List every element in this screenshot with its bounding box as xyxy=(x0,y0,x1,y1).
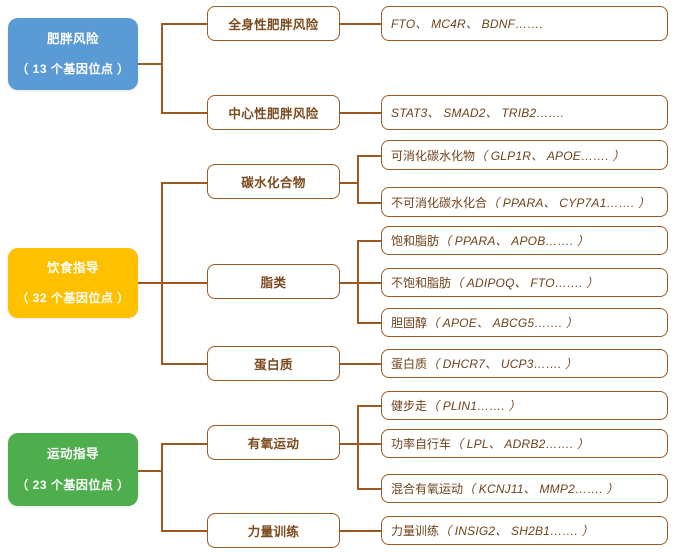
leaf-protein[interactable]: 蛋白质（ DHCR7、 UCP3……. ） xyxy=(381,349,668,378)
node-central-obesity-label: 中心性肥胖风险 xyxy=(228,107,319,121)
connector-aerobic-to-walking xyxy=(357,405,382,407)
root-obesity-title: 肥胖风险 xyxy=(46,31,99,46)
node-strength-training[interactable]: 力量训练 xyxy=(207,513,340,548)
leaf-cycling-zh: 功率自行车 xyxy=(391,437,452,451)
leaf-unsaturated-fat-genes: （ ADIPOQ、 FTO……. ） xyxy=(451,276,599,290)
leaf-central-obesity-gene-text: STAT3、 SMAD2、 TRIB2……. xyxy=(391,106,565,120)
leaf-unsaturated-fat[interactable]: 不饱和脂肪（ ADIPOQ、 FTO……. ） xyxy=(381,268,668,297)
leaf-saturated-fat[interactable]: 饱和脂肪（ PPARA、 APOB……. ） xyxy=(381,226,668,255)
leaf-walking[interactable]: 健步走（ PLIN1……. ） xyxy=(381,391,668,420)
root-obesity-subtitle: （ 13 个基因位点 ） xyxy=(16,62,130,77)
connector-lipids-to-saturated xyxy=(357,240,382,242)
connector-lipids-to-cholesterol xyxy=(357,322,382,324)
node-carbohydrate[interactable]: 碳水化合物 xyxy=(207,164,340,199)
connector-diet-stem xyxy=(137,282,162,284)
connector-central-to-genes xyxy=(339,112,382,114)
connector-exercise-to-aerobic xyxy=(161,443,208,445)
root-obesity-risk[interactable]: 肥胖风险 （ 13 个基因位点 ） xyxy=(8,18,138,90)
connector-strength-to-leaf xyxy=(339,530,382,532)
leaf-digestible-carb[interactable]: 可消化碳水化物（ GLP1R、 APOE……. ） xyxy=(381,140,668,170)
connector-diet-to-protein xyxy=(161,363,208,365)
leaf-protein-zh: 蛋白质 xyxy=(391,357,428,371)
connector-carb-to-indigestible xyxy=(357,202,382,204)
leaf-walking-zh: 健步走 xyxy=(391,399,428,413)
node-aerobic-label: 有氧运动 xyxy=(247,437,300,451)
leaf-cholesterol[interactable]: 胆固醇（ APOE、 ABCG5……. ） xyxy=(381,308,668,337)
root-diet-title: 饮食指导 xyxy=(46,260,99,275)
connector-obesity-trunk xyxy=(161,23,163,114)
leaf-indigestible-carb[interactable]: 不可消化碳水化合（ PPARA、 CYP7A1……. ） xyxy=(381,187,668,217)
connector-aerobic-trunk xyxy=(357,405,359,489)
connector-obesity-to-central xyxy=(161,112,208,114)
leaf-mixed-aerobic[interactable]: 混合有氧运动（ KCNJ11、 MMP2……. ） xyxy=(381,474,668,503)
leaf-general-obesity-gene-text: FTO、 MC4R、 BDNF……. xyxy=(391,17,544,31)
leaf-mixed-aerobic-genes: （ KCNJ11、 MMP2……. ） xyxy=(463,482,619,496)
node-protein[interactable]: 蛋白质 xyxy=(207,346,340,381)
connector-lipids-trunk xyxy=(357,240,359,323)
root-exercise-title: 运动指导 xyxy=(46,447,99,462)
connector-diet-trunk xyxy=(161,182,163,364)
leaf-general-obesity-genes[interactable]: FTO、 MC4R、 BDNF……. xyxy=(381,6,668,41)
node-protein-label: 蛋白质 xyxy=(254,358,293,372)
connector-protein-to-leaf xyxy=(339,363,382,365)
connector-aerobic-to-mixed xyxy=(357,488,382,490)
connector-carb-trunk xyxy=(357,155,359,204)
leaf-cholesterol-zh: 胆固醇 xyxy=(391,316,428,330)
leaf-central-obesity-genes[interactable]: STAT3、 SMAD2、 TRIB2……. xyxy=(381,95,668,130)
leaf-cycling[interactable]: 功率自行车（ LPL、 ADRB2……. ） xyxy=(381,429,668,458)
leaf-digestible-carb-zh: 可消化碳水化物 xyxy=(391,148,476,163)
connector-diet-to-carb xyxy=(161,182,208,184)
connector-carb-to-digestible xyxy=(357,155,382,157)
connector-exercise-trunk xyxy=(161,443,163,531)
leaf-strength-training[interactable]: 力量训练（ INSIG2、 SH2B1……. ） xyxy=(381,516,668,545)
root-exercise-guidance[interactable]: 运动指导 （ 23 个基因位点 ） xyxy=(8,433,138,506)
node-aerobic-exercise[interactable]: 有氧运动 xyxy=(207,425,340,460)
leaf-mixed-aerobic-zh: 混合有氧运动 xyxy=(391,482,464,496)
root-exercise-subtitle: （ 23 个基因位点 ） xyxy=(16,477,130,492)
leaf-cholesterol-genes: （ APOE、 ABCG5……. ） xyxy=(427,316,578,330)
leaf-strength-genes: （ INSIG2、 SH2B1……. ） xyxy=(439,524,594,538)
connector-lipids-stem xyxy=(339,282,358,284)
root-diet-guidance[interactable]: 饮食指导 （ 32 个基因位点 ） xyxy=(8,248,138,318)
node-carbohydrate-label: 碳水化合物 xyxy=(241,176,306,190)
node-lipids[interactable]: 脂类 xyxy=(207,264,340,299)
connector-diet-to-lipids xyxy=(161,282,208,284)
connector-general-to-genes xyxy=(339,23,382,25)
node-central-obesity-risk[interactable]: 中心性肥胖风险 xyxy=(207,95,340,130)
connector-aerobic-to-cycling xyxy=(357,443,382,445)
leaf-unsaturated-fat-zh: 不饱和脂肪 xyxy=(391,276,452,290)
leaf-cycling-genes: （ LPL、 ADRB2……. ） xyxy=(451,437,590,451)
connector-exercise-to-strength xyxy=(161,530,208,532)
root-diet-subtitle: （ 32 个基因位点 ） xyxy=(16,291,130,306)
leaf-digestible-carb-genes: （ GLP1R、 APOE……. ） xyxy=(475,148,625,163)
leaf-saturated-fat-zh: 饱和脂肪 xyxy=(391,234,440,248)
connector-aerobic-stem xyxy=(339,443,358,445)
leaf-saturated-fat-genes: （ PPARA、 APOB……. ） xyxy=(439,234,590,248)
connector-carb-stem xyxy=(339,182,358,184)
leaf-protein-genes: （ DHCR7、 UCP3……. ） xyxy=(427,357,578,371)
leaf-walking-genes: （ PLIN1……. ） xyxy=(427,399,521,413)
leaf-indigestible-carb-zh: 不可消化碳水化合 xyxy=(391,195,488,210)
connector-obesity-stem xyxy=(137,63,162,65)
leaf-strength-zh: 力量训练 xyxy=(391,524,440,538)
node-general-obesity-label: 全身性肥胖风险 xyxy=(228,18,319,32)
connector-lipids-to-unsaturated xyxy=(357,282,382,284)
leaf-indigestible-carb-genes: （ PPARA、 CYP7A1……. ） xyxy=(487,195,651,210)
node-lipids-label: 脂类 xyxy=(260,276,287,290)
node-general-obesity-risk[interactable]: 全身性肥胖风险 xyxy=(207,6,340,41)
node-strength-label: 力量训练 xyxy=(247,525,300,539)
connector-exercise-stem xyxy=(137,470,162,472)
connector-obesity-to-general xyxy=(161,23,208,25)
